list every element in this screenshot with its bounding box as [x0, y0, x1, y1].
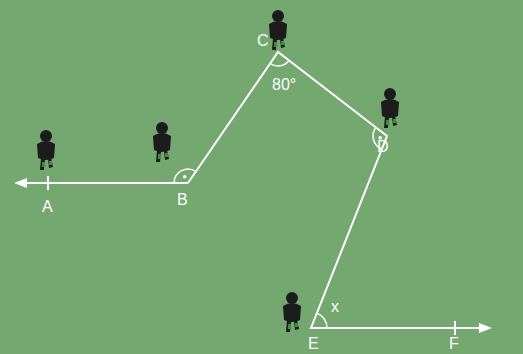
point-label: E — [308, 336, 319, 352]
walker-figures — [37, 10, 399, 332]
point-label: B — [177, 192, 188, 208]
angle-marks — [174, 61, 382, 329]
angle-label: 80° — [272, 77, 296, 93]
angle-label: x — [331, 299, 339, 315]
angle-dot — [183, 175, 187, 179]
point-label: F — [449, 336, 459, 352]
point-label: A — [42, 199, 53, 215]
arrow-head — [14, 178, 27, 188]
point-label: D — [377, 139, 389, 155]
point-label: C — [257, 33, 269, 49]
arrow-head — [479, 323, 492, 333]
path-lines — [24, 52, 482, 335]
